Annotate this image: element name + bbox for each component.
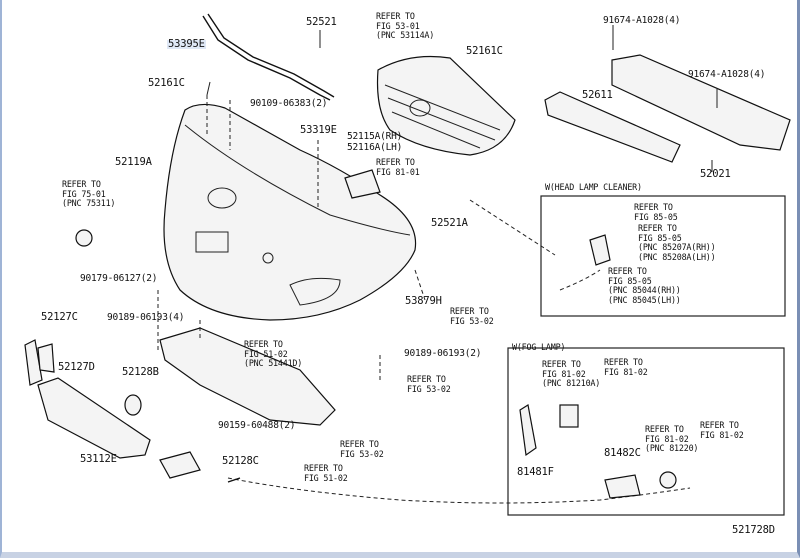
part-label-53319e: 53319E	[300, 124, 337, 136]
ref-fig-53-02-a: REFER TO FIG 53-02	[450, 306, 494, 326]
ref-hlc-2: REFER TO FIG 85-05 (PNC 85207A(RH)) (PNC…	[638, 223, 716, 262]
ref-fog-4: REFER TO FIG 81-02	[700, 420, 744, 440]
part-label-90109: 90109-06383(2)	[250, 98, 328, 109]
part-label-91674-a: 91674-A1028(4)	[603, 15, 681, 26]
headlamp-cleaner-title: W(HEAD LAMP CLEANER)	[545, 182, 642, 192]
license-plate-area	[195, 231, 229, 253]
diagram-code: 521728D	[732, 524, 775, 536]
grille-emblem	[409, 99, 431, 117]
bumper-reinforcement	[611, 54, 791, 151]
fog-lamp-title: W(FOG LAMP)	[512, 342, 566, 352]
energy-absorber	[544, 91, 681, 163]
part-label-52161c-left: 52161C	[148, 77, 185, 89]
reference-guides	[414, 199, 556, 301]
ref-fig-81-01: REFER TO FIG 81-01	[376, 157, 420, 177]
part-label-91674-b: 91674-A1028(4)	[688, 69, 766, 80]
part-label-53395e: 53395E	[167, 38, 206, 50]
part-label-90189-right: 90189-06193(2)	[404, 348, 482, 359]
side-grille-rh	[344, 169, 381, 199]
part-label-52116a: 52116A(LH)	[347, 142, 403, 153]
ref-fig-51-02-c: REFER TO FIG 51-02 (PNC 51441D)	[244, 339, 303, 368]
fog-lamp-opening	[289, 277, 341, 306]
fog-lamp-unit	[559, 404, 579, 428]
bumper-crease	[184, 124, 411, 236]
bumper-top-strip	[202, 15, 331, 101]
fog-lamp-inset-box	[507, 347, 785, 516]
part-label-81481f: 81481F	[517, 466, 554, 478]
part-label-52521: 52521	[306, 16, 337, 28]
ref-fig-75-01: REFER TO FIG 75-01 (PNC 75311)	[62, 179, 116, 208]
tow-cover-52128b	[124, 394, 142, 416]
front-bumper-cover	[163, 103, 417, 321]
part-label-52127d: 52127D	[58, 361, 95, 373]
tow-hook-cover-hole	[262, 252, 274, 264]
ref-fog-1: REFER TO FIG 81-02 (PNC 81210A)	[542, 359, 601, 388]
lower-absorber-panel	[159, 327, 336, 426]
ref-hlc-3: REFER TO FIG 85-05 (PNC 85044(RH)) (PNC …	[608, 266, 681, 305]
part-label-90159: 90159-60488(2)	[218, 420, 296, 431]
ref-fig-53-02-b: REFER TO FIG 53-02	[407, 374, 451, 394]
ref-fog-2: REFER TO FIG 81-02	[604, 357, 648, 377]
part-label-90179: 90179-06127(2)	[80, 273, 158, 284]
part-label-52521a: 52521A	[431, 217, 468, 229]
part-label-53112e: 53112E	[80, 453, 117, 465]
ref-fog-3: REFER TO FIG 81-02 (PNC 81220)	[645, 424, 699, 453]
lower-guides	[157, 290, 381, 380]
fog-bulb	[659, 471, 677, 489]
moulding-arrow	[227, 477, 241, 483]
upper-radiator-grille	[376, 55, 516, 156]
ref-grille: REFER TO FIG 53-01 (PNC 53114A)	[376, 11, 435, 40]
part-label-90189-left: 90189-06193(4)	[107, 312, 185, 323]
part-label-52161c-top: 52161C	[466, 45, 503, 57]
side-cover-52127c	[24, 339, 43, 386]
grille-slats	[384, 84, 501, 149]
ref-hlc-1: REFER TO FIG 85-05	[634, 202, 678, 222]
headlamp-washer-pump	[589, 234, 611, 266]
part-label-52127c: 52127C	[41, 311, 78, 323]
fog-lamp-bracket-81481f	[519, 404, 537, 457]
emblem-recess	[207, 187, 237, 209]
ref-fig-51-02-e: REFER TO FIG 51-02	[304, 463, 348, 483]
part-label-52021: 52021	[700, 168, 731, 180]
bumper-top-strip-edge	[207, 13, 335, 98]
part-label-52119a: 52119A	[115, 156, 152, 168]
headlamp-cleaner-inset-box	[540, 195, 786, 317]
washer-hose	[559, 269, 601, 291]
bolt-leaders	[612, 25, 718, 108]
fog-lamp-cover-81482c	[604, 474, 641, 499]
emblem-part	[75, 229, 93, 247]
lower-grille-53112e	[37, 377, 151, 459]
part-label-53879h: 53879H	[405, 295, 442, 307]
part-label-52128c: 52128C	[222, 455, 259, 467]
part-label-52611: 52611	[582, 89, 613, 101]
part-label-52115a: 52115A(RH)	[347, 131, 403, 142]
part-label-52128b: 52128B	[122, 366, 159, 378]
fastener-guides	[206, 95, 319, 210]
fog-cover-52128c	[159, 451, 201, 479]
ref-fig-53-02-d: REFER TO FIG 53-02	[340, 439, 384, 459]
leader-52161c	[206, 81, 211, 96]
side-cover-52127d	[37, 343, 55, 373]
part-label-81482c: 81482C	[604, 447, 641, 459]
